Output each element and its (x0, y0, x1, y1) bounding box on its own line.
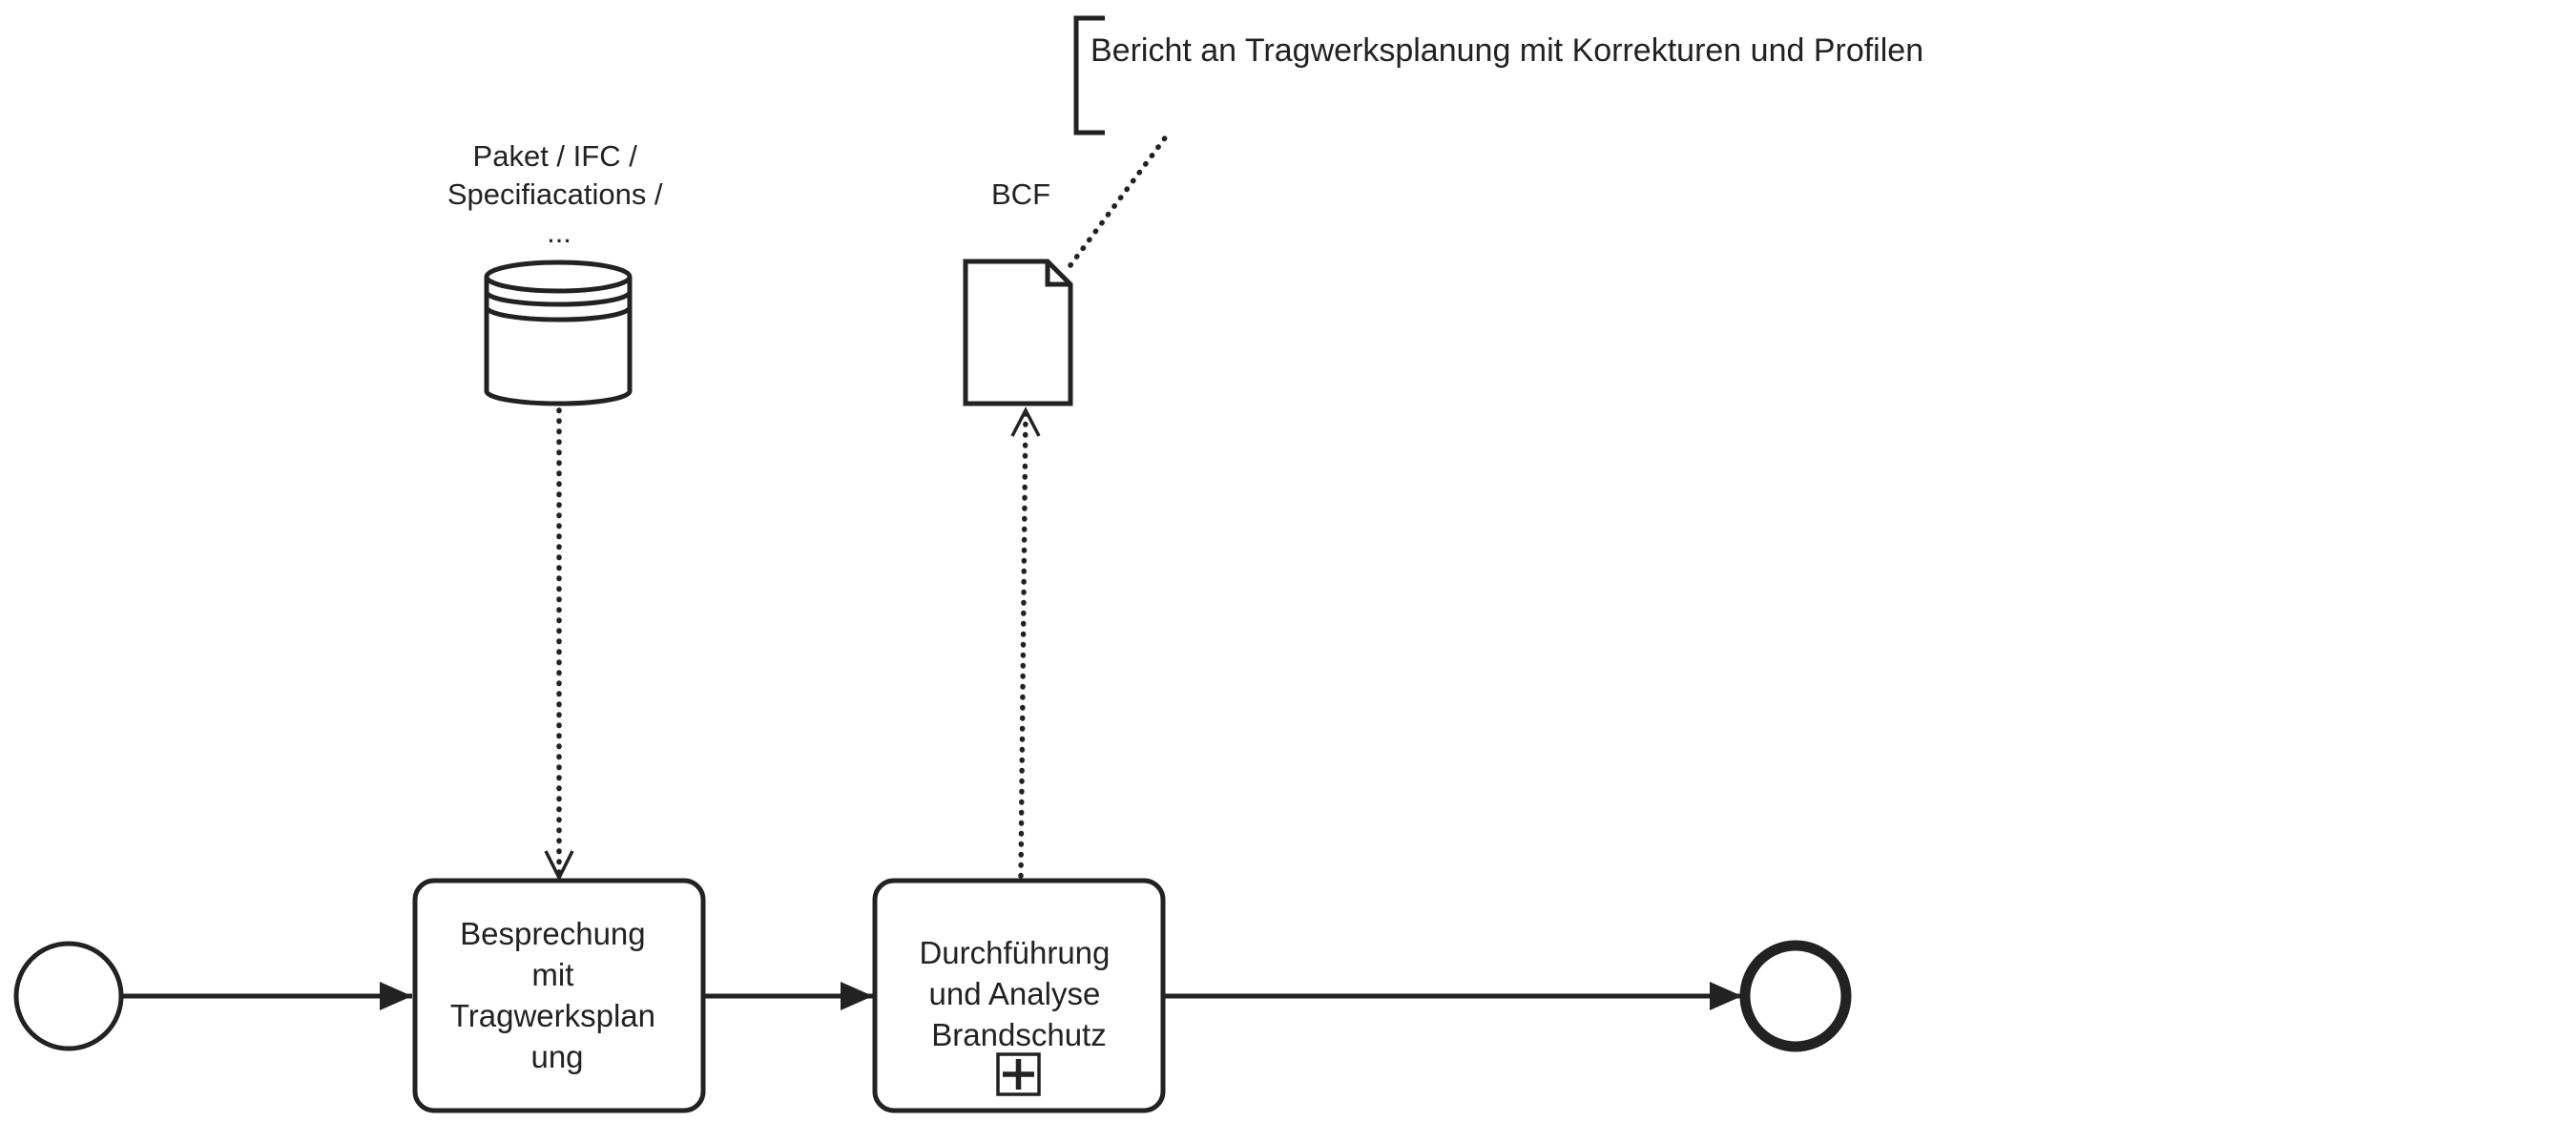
data-store-label: Paket / IFC / Specifiacations / ... (447, 139, 671, 249)
subprocess-brandschutz-label-line: Durchführung (919, 935, 1110, 970)
data-input-association-arrow (544, 850, 574, 882)
data-store-label-line: Paket / IFC / (473, 139, 638, 173)
task-besprechung-box[interactable] (412, 878, 706, 1113)
annotation-association-line[interactable] (1068, 129, 1173, 268)
subprocess-brandschutz[interactable]: Durchführung und Analyse Brandschutz (872, 878, 1166, 1113)
data-object-document-icon[interactable] (963, 259, 1073, 406)
task-besprechung-label-line: ung (530, 1039, 583, 1074)
data-store-label-line: ... (547, 216, 571, 249)
task-besprechung-label-line: Besprechung (460, 916, 645, 951)
start-event[interactable] (13, 941, 124, 1051)
data-output-association-arrow (1010, 406, 1041, 437)
data-object[interactable]: BCF (963, 177, 1073, 406)
task-besprechung-label-line: mit (531, 957, 573, 992)
subprocess-brandschutz-box[interactable] (872, 878, 1166, 1113)
data-store-label-line: Specifiacations / (447, 177, 663, 211)
subprocess-brandschutz-label-line: und Analyse (929, 976, 1101, 1011)
subprocess-brandschutz-label: Durchführung und Analyse Brandschutz (919, 935, 1118, 1052)
data-store[interactable]: Paket / IFC / Specifiacations / ... (447, 139, 671, 406)
task-besprechung[interactable]: Besprechung mit Tragwerksplan ung (412, 878, 706, 1113)
text-annotation[interactable]: Bericht an Tragwerksplanung mit Korrektu… (1073, 15, 1923, 135)
task-besprechung-label-line: Tragwerksplan (450, 998, 655, 1033)
data-output-association-line[interactable] (1018, 407, 1028, 879)
data-store-cylinder[interactable] (484, 277, 633, 406)
text-annotation-text: Bericht an Tragwerksplanung mit Korrektu… (1091, 32, 1923, 69)
task-besprechung-label: Besprechung mit Tragwerksplan ung (450, 916, 664, 1074)
data-store-band (484, 291, 633, 307)
end-event[interactable] (1739, 940, 1852, 1052)
data-object-label-line: BCF (991, 177, 1050, 211)
data-store-band (484, 306, 633, 322)
text-annotation-bracket (1073, 15, 1105, 135)
data-object-label: BCF (991, 177, 1050, 211)
expand-plus-icon[interactable] (996, 1052, 1041, 1096)
data-store-top (484, 260, 633, 294)
subprocess-brandschutz-label-line: Brandschutz (931, 1017, 1106, 1052)
data-object-fold (1045, 261, 1070, 287)
